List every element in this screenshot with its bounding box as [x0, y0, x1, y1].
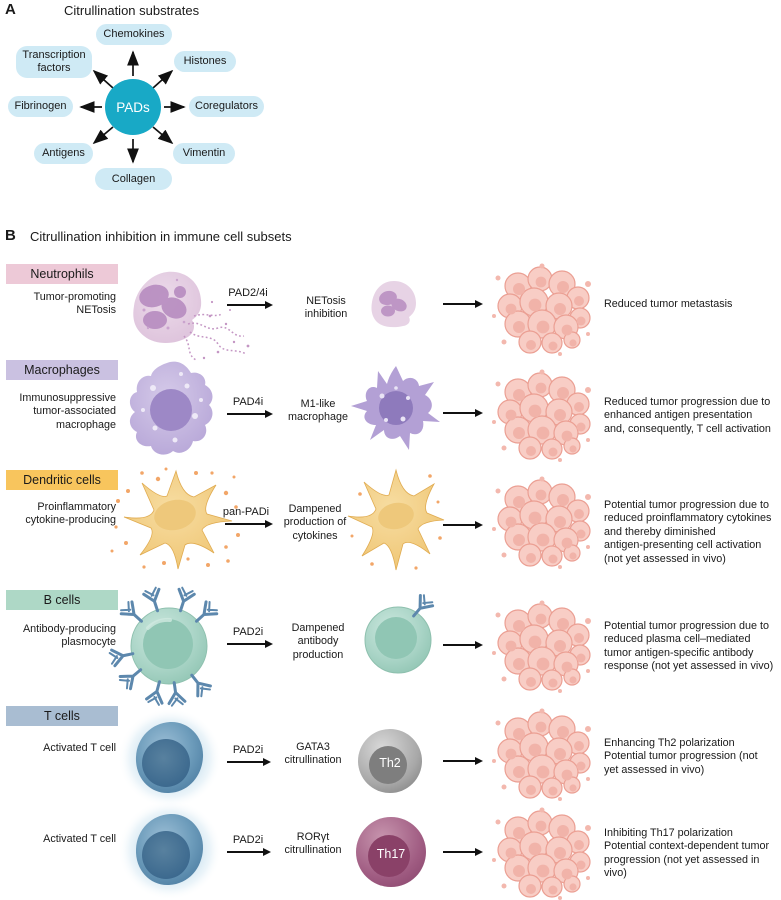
b-cells-outcome-label: Potential tumor progression due to reduc…	[604, 620, 774, 673]
arrow-icon	[225, 520, 273, 528]
panel-b-title: Citrullination inhibition in immune cell…	[30, 229, 292, 244]
tam-macrophage-cell-icon	[129, 361, 213, 455]
m1-macrophage-cell-icon	[351, 366, 440, 450]
arrow-icon	[443, 848, 483, 856]
pads-hub: PADs	[105, 79, 161, 135]
tumor-cluster-icon	[491, 262, 592, 357]
neutrophils-state-label: Tumor-promoting NETosis	[33, 291, 116, 317]
th17-cell-label: Th17	[376, 847, 406, 861]
arrow-icon	[227, 301, 273, 309]
macrophages-state-label: Immunosuppressive tumor-associated macro…	[19, 392, 116, 431]
neutrophils-effect-label: NETosis inhibition	[304, 295, 348, 321]
panel-a-letter: A	[5, 1, 16, 18]
substrate-bubble-vimentin: Vimentin	[173, 143, 235, 164]
neutrophil-netosis-cell-icon	[133, 271, 250, 361]
t-cell-2-effect-label: RORγt citrullination	[284, 831, 342, 857]
arrow-icon	[227, 410, 273, 418]
substrate-bubble-antigens: Antigens	[34, 143, 93, 164]
macrophages-effect-label: M1-like macrophage	[287, 398, 349, 424]
row-header-neutrophils: Neutrophils	[6, 264, 118, 284]
dendritic-inhibitor-label: pan-PADi	[222, 506, 270, 518]
row-header-macrophages: Macrophages	[6, 360, 118, 380]
arrow-icon	[227, 758, 271, 766]
t-cell-1-effect-label: GATA3 citrullination	[284, 741, 342, 767]
th2-cell-icon	[358, 729, 422, 793]
substrate-bubble-chemokines: Chemokines	[96, 24, 172, 45]
tumor-cluster-icon	[491, 806, 592, 900]
dendritic-outcome-label: Potential tumor progression due to reduc…	[604, 499, 772, 565]
substrate-bubble-transcription-factors: Transcription factors	[16, 46, 92, 78]
tumor-cluster-icon	[491, 599, 592, 694]
neutrophils-outcome-label: Reduced tumor metastasis	[604, 298, 733, 310]
panel-b-letter: B	[5, 227, 16, 244]
b-cell-dampened-icon	[364, 592, 436, 674]
arrow-icon	[227, 640, 273, 648]
arrow-icon	[227, 848, 271, 856]
substrate-bubble-histones: Histones	[174, 51, 236, 72]
tumor-cluster-icon	[491, 475, 592, 570]
arrow-icon	[443, 521, 483, 529]
cytokine-dots-icon	[110, 467, 240, 569]
pads-arrows-icon	[79, 50, 186, 164]
dendritic-state-label: Proinflammatory cytokine-producing	[25, 501, 116, 527]
arrow-icon	[443, 409, 483, 417]
macrophages-inhibitor-label: PAD4i	[232, 396, 264, 408]
dendritic-dampened-cell-icon	[347, 468, 445, 571]
dendritic-effect-label: Dampened production of cytokines	[283, 503, 347, 542]
macrophages-outcome-label: Reduced tumor progression due to enhance…	[604, 396, 771, 435]
th2-cell-label: Th2	[379, 756, 401, 770]
substrate-bubble-fibrinogen: Fibrinogen	[8, 96, 73, 117]
t-cell-1-inhibitor-label: PAD2i	[232, 744, 264, 756]
substrate-bubble-collagen: Collagen	[95, 168, 172, 190]
row-header-dendritic-cells: Dendritic cells	[6, 470, 118, 490]
t-cell-2-inhibitor-label: PAD2i	[232, 834, 264, 846]
arrow-icon	[443, 757, 483, 765]
arrow-icon	[443, 300, 483, 308]
panel-a-title: Citrullination substrates	[64, 3, 200, 18]
activated-t-cell-icon	[118, 800, 222, 900]
neutrophils-inhibitor-label: PAD2/4i	[228, 287, 268, 299]
th17-cell-icon	[356, 817, 426, 887]
plasmocyte-cell-icon	[107, 585, 221, 708]
tumor-cluster-icon	[491, 707, 592, 802]
t-cell-2-outcome-label: Inhibiting Th17 polarization Potential c…	[604, 827, 770, 880]
neutrophil-inhibited-cell-icon	[371, 281, 416, 328]
row-header-b-cells: B cells	[6, 590, 118, 610]
substrate-bubble-coregulators: Coregulators	[189, 96, 264, 117]
t-cell-1-outcome-label: Enhancing Th2 polarization Potential tum…	[604, 737, 758, 776]
t-cell-1-state-label: Activated T cell	[43, 742, 116, 754]
b-cells-state-label: Antibody-producing plasmocyte	[22, 623, 116, 649]
net-strands-icon	[183, 313, 247, 361]
row-header-t-cells: T cells	[6, 706, 118, 726]
b-cells-effect-label: Dampened antibody production	[291, 622, 345, 661]
b-cells-inhibitor-label: PAD2i	[232, 626, 264, 638]
arrow-icon	[443, 641, 483, 649]
dendritic-cell-icon	[110, 467, 240, 570]
tumor-cluster-icon	[491, 368, 592, 463]
t-cell-2-state-label: Activated T cell	[43, 833, 116, 845]
activated-t-cell-icon	[118, 708, 222, 808]
